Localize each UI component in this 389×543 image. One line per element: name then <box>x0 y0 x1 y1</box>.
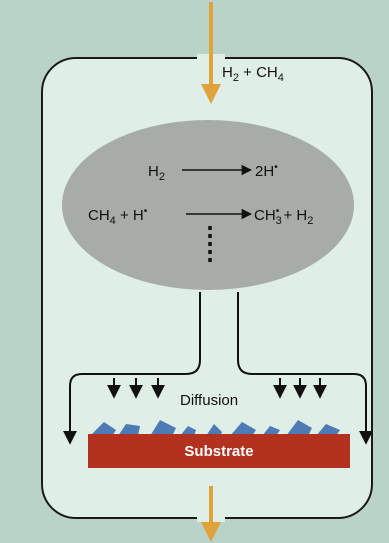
feed-gas-label: H2 + CH4 <box>222 64 284 84</box>
substrate <box>88 434 350 468</box>
left-flow-path <box>63 292 201 445</box>
diffusion-label: Diffusion <box>180 392 238 409</box>
substrate-label: Substrate <box>184 443 253 460</box>
diamond-deposit <box>92 420 340 436</box>
right-flow-path <box>237 292 373 445</box>
reaction-1-lhs: H2 <box>148 163 165 183</box>
reaction-2-rhs: CH3• + H2 <box>254 206 313 227</box>
plasma-region <box>62 120 354 290</box>
reaction-1-rhs: 2H• <box>255 162 278 180</box>
reaction-2-lhs: CH4 + H• <box>88 206 148 227</box>
